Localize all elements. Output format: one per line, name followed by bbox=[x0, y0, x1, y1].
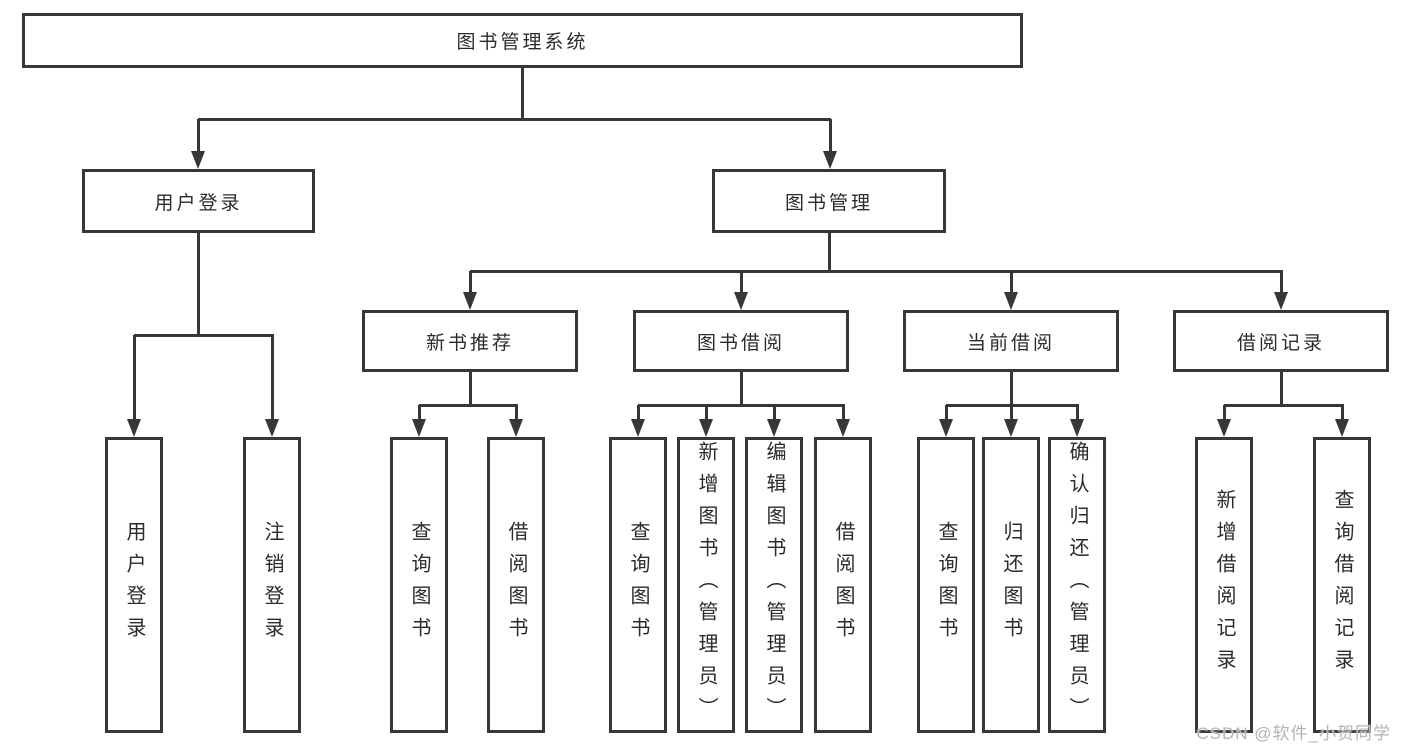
connector-line bbox=[198, 117, 831, 121]
node-nbr-query: 查询图书 bbox=[390, 437, 448, 733]
connector-line bbox=[739, 372, 743, 407]
connector-line bbox=[196, 233, 200, 336]
node-new-book-rec: 新书推荐 bbox=[362, 310, 578, 372]
connector-line bbox=[196, 119, 200, 154]
node-label: 查询图书 bbox=[408, 521, 430, 649]
arrow-down-icon bbox=[265, 419, 279, 437]
connector-line bbox=[470, 269, 1283, 273]
node-label: 编辑图书（管理员） bbox=[763, 441, 785, 729]
connector-line bbox=[520, 68, 524, 121]
node-ul-logout: 注销登录 bbox=[243, 437, 301, 733]
node-bb-borrow: 借阅图书 bbox=[814, 437, 872, 733]
connector-line bbox=[1222, 405, 1226, 422]
arrow-down-icon bbox=[1274, 292, 1288, 310]
node-cb-confirm: 确认归还（管理员） bbox=[1048, 437, 1106, 733]
node-label: 新增借阅记录 bbox=[1213, 489, 1235, 681]
node-label: 注销登录 bbox=[261, 521, 283, 649]
node-nbr-borrow: 借阅图书 bbox=[487, 437, 545, 733]
connector-line bbox=[739, 271, 743, 295]
arrow-down-icon bbox=[1217, 419, 1231, 437]
node-bb-edit: 编辑图书（管理员） bbox=[745, 437, 803, 733]
node-book-mgmt: 图书管理 bbox=[712, 169, 946, 233]
node-label: 图书管理系统 bbox=[456, 32, 589, 53]
connector-line bbox=[1279, 372, 1283, 407]
node-user-login: 用户登录 bbox=[82, 169, 315, 233]
connector-line bbox=[468, 372, 472, 407]
connector-line bbox=[1009, 405, 1013, 422]
node-book-borrow: 图书借阅 bbox=[633, 310, 849, 372]
connector-line bbox=[1009, 271, 1013, 295]
connector-line bbox=[944, 405, 948, 422]
node-cb-query: 查询图书 bbox=[917, 437, 975, 733]
arrow-down-icon bbox=[463, 292, 477, 310]
arrow-down-icon bbox=[412, 419, 426, 437]
node-br-add: 新增借阅记录 bbox=[1195, 437, 1253, 733]
node-label: 归还图书 bbox=[1000, 521, 1022, 649]
node-label: 查询图书 bbox=[935, 521, 957, 649]
arrow-down-icon bbox=[127, 419, 141, 437]
watermark: CSDN @软件_小贺同学 bbox=[1196, 724, 1391, 743]
connector-line bbox=[1009, 372, 1013, 407]
connector-line bbox=[134, 333, 274, 337]
connector-line bbox=[772, 405, 776, 422]
arrow-down-icon bbox=[1004, 419, 1018, 437]
connector-line bbox=[827, 233, 831, 273]
connector-line bbox=[1340, 405, 1344, 422]
node-label: 新增图书（管理员） bbox=[695, 441, 717, 729]
connector-line bbox=[419, 403, 518, 407]
node-label: 图书管理 bbox=[784, 192, 873, 214]
connector-line bbox=[828, 119, 832, 154]
node-label: 借阅记录 bbox=[1236, 332, 1325, 354]
arrow-down-icon bbox=[836, 419, 850, 437]
node-label: 借阅图书 bbox=[505, 521, 527, 649]
connector-line bbox=[946, 403, 1079, 407]
arrow-down-icon bbox=[823, 151, 837, 169]
connector-line bbox=[1224, 403, 1344, 407]
node-label: 新书推荐 bbox=[425, 332, 514, 354]
connector-line bbox=[270, 335, 274, 422]
node-br-query: 查询借阅记录 bbox=[1313, 437, 1371, 733]
node-ul-login: 用户登录 bbox=[105, 437, 163, 733]
arrow-down-icon bbox=[191, 151, 205, 169]
node-label: 用户登录 bbox=[123, 521, 145, 649]
connector-line bbox=[514, 405, 518, 422]
connector-line bbox=[636, 405, 640, 422]
arrow-down-icon bbox=[767, 419, 781, 437]
arrow-down-icon bbox=[699, 419, 713, 437]
arrow-down-icon bbox=[1335, 419, 1349, 437]
arrow-down-icon bbox=[734, 292, 748, 310]
connector-line bbox=[704, 405, 708, 422]
node-label: 借阅图书 bbox=[832, 521, 854, 649]
connector-line bbox=[1279, 271, 1283, 295]
connector-line bbox=[468, 271, 472, 295]
node-borrow-records: 借阅记录 bbox=[1173, 310, 1389, 372]
node-label: 用户登录 bbox=[154, 192, 243, 214]
connector-line bbox=[132, 335, 136, 422]
node-label: 查询图书 bbox=[627, 521, 649, 649]
node-label: 图书借阅 bbox=[696, 332, 785, 354]
node-current-borrow: 当前借阅 bbox=[903, 310, 1119, 372]
arrow-down-icon bbox=[939, 419, 953, 437]
node-label: 确认归还（管理员） bbox=[1066, 441, 1088, 729]
node-label: 当前借阅 bbox=[966, 332, 1055, 354]
arrow-down-icon bbox=[631, 419, 645, 437]
node-bb-query: 查询图书 bbox=[609, 437, 667, 733]
node-root: 图书管理系统 bbox=[22, 13, 1023, 68]
node-label: 查询借阅记录 bbox=[1331, 489, 1353, 681]
node-bb-add: 新增图书（管理员） bbox=[677, 437, 735, 733]
connector-line bbox=[1075, 405, 1079, 422]
arrow-down-icon bbox=[1004, 292, 1018, 310]
connector-line bbox=[638, 403, 845, 407]
connector-line bbox=[417, 405, 421, 422]
node-cb-return: 归还图书 bbox=[982, 437, 1040, 733]
arrow-down-icon bbox=[509, 419, 523, 437]
arrow-down-icon bbox=[1070, 419, 1084, 437]
connector-line bbox=[841, 405, 845, 422]
